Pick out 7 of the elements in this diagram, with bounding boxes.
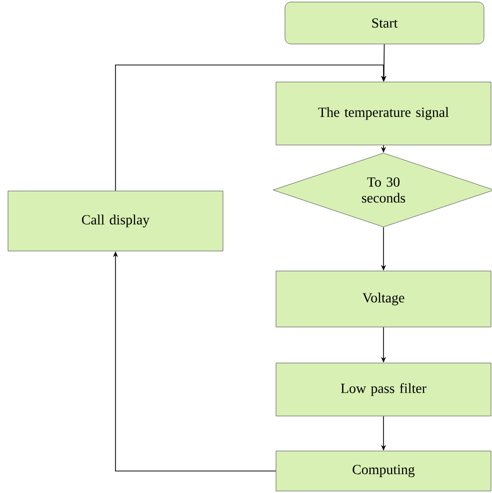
process-box: Low pass filter: [276, 362, 492, 416]
start-box: Start: [284, 2, 484, 44]
process-box: Computing: [276, 450, 492, 492]
arrow: [115, 64, 386, 192]
process-box: Voltage: [276, 270, 492, 328]
process-box: The temperature signal: [276, 82, 492, 146]
process-box: Call display: [8, 190, 224, 252]
